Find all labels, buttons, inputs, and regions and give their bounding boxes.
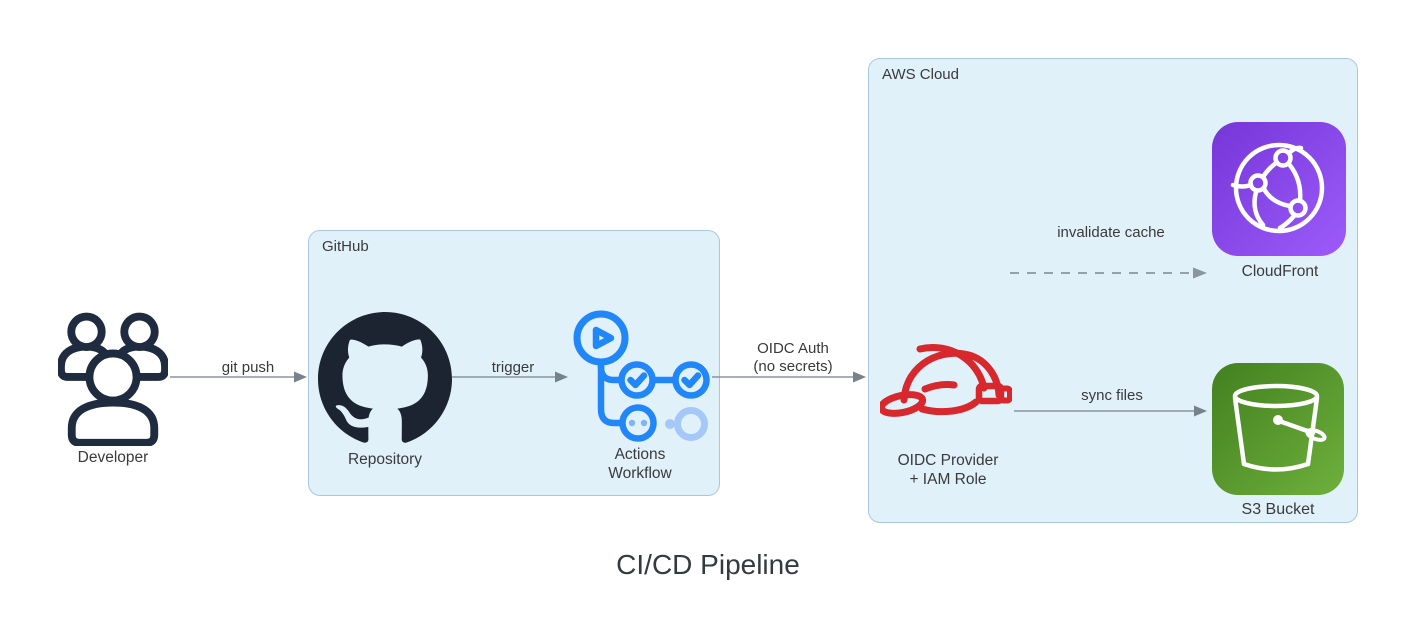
- s3-bucket-label: S3 Bucket: [1241, 501, 1315, 518]
- actions-workflow-label-line1: Actions: [614, 446, 666, 463]
- oidc-provider-label-line2: + IAM Role: [909, 471, 987, 488]
- oidc-auth-edge-label-line2: (no secrets): [753, 358, 833, 375]
- oidc-provider-label-line1: OIDC Provider: [897, 452, 999, 469]
- diagram-title: CI/CD Pipeline: [616, 549, 800, 580]
- s3-bucket-icon: [1232, 383, 1327, 472]
- oidc-provider-label: OIDC Provider + IAM Role: [868, 451, 1028, 489]
- sync-files-edge-label: sync files: [1081, 387, 1143, 404]
- repository-label: Repository: [347, 451, 423, 468]
- github-group-label: GitHub: [322, 238, 369, 255]
- developer-label: Developer: [77, 449, 149, 466]
- github-octocat-icon: [318, 312, 452, 443]
- cloudfront-globe-icon: [1230, 142, 1325, 234]
- actions-workflow-label-line2: Workflow: [608, 465, 672, 482]
- oidc-auth-edge-label: OIDC Auth (no secrets): [723, 340, 863, 376]
- invalidate-cache-edge-label: invalidate cache: [1057, 224, 1165, 241]
- github-actions-icon: [573, 310, 710, 442]
- cloudfront-label: CloudFront: [1241, 263, 1319, 280]
- users-icon: [58, 312, 168, 446]
- github-group-box: GitHub: [308, 230, 720, 496]
- oidc-auth-edge-label-line1: OIDC Auth: [757, 340, 829, 357]
- s3-bucket-tile: [1212, 363, 1344, 495]
- hard-hat-icon: [880, 344, 1012, 417]
- aws-cloud-group-label: AWS Cloud: [882, 66, 959, 83]
- trigger-edge-label: trigger: [491, 359, 535, 376]
- git-push-edge-label: git push: [221, 359, 275, 376]
- actions-workflow-label: Actions Workflow: [560, 445, 720, 483]
- cloudfront-tile: [1212, 122, 1346, 256]
